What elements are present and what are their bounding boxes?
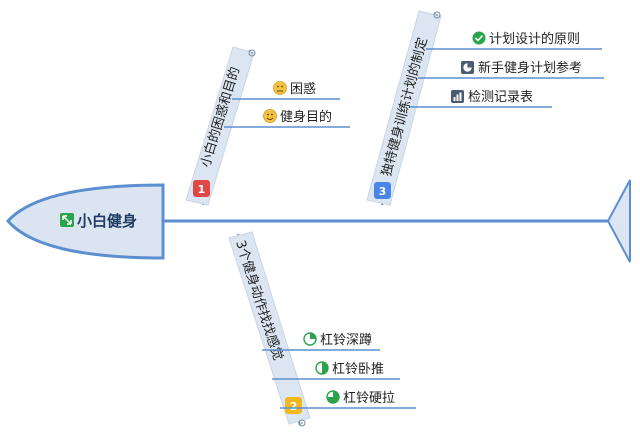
branch-2-item-1-label: 杠铃深蹲 (320, 332, 372, 348)
branch-1-label-box (185, 46, 255, 206)
expand-arrows-icon (60, 213, 74, 227)
branch-1-item-2-label: 健身目的 (280, 109, 332, 125)
branch-1-badge (193, 180, 210, 197)
progress-half-icon (315, 361, 329, 375)
confused-face-icon (273, 81, 287, 95)
fish-head (6, 183, 165, 260)
pie-chart-icon (461, 61, 474, 74)
branch-3[interactable]: 独特健身训练计划的制定 3 计划设计的原则 新手健身计划参考 检测记录表 (366, 10, 604, 206)
progress-quarter-icon (303, 332, 317, 346)
branch-2-badge-number: 2 (290, 400, 298, 413)
branch-2[interactable]: 3个健身动作找找感觉 2 杠铃深蹲 杠铃卧推 杠铃硬拉 (228, 231, 416, 427)
branch-2-badge (285, 397, 302, 414)
collapse-toggle-icon[interactable] (248, 49, 256, 57)
smile-face-icon (263, 109, 277, 123)
branch-1[interactable]: 小白的困惑和目的 1 困惑 健身目的 (185, 46, 350, 206)
branch-3-badge (374, 182, 391, 199)
branch-2-item-2-label: 杠铃卧推 (332, 361, 384, 377)
branch-2-label-box (228, 231, 311, 425)
branch-1-item-1-label: 困惑 (290, 81, 316, 97)
branch-3-item-1-label: 计划设计的原则 (489, 31, 580, 47)
branch-3-badge-number: 3 (379, 185, 387, 198)
progress-three-quarter-icon (326, 390, 340, 404)
collapse-toggle-icon[interactable] (298, 419, 306, 427)
check-circle-icon (472, 31, 486, 45)
branch-2-item-3-label: 杠铃硬拉 (343, 390, 395, 406)
branch-1-badge-number: 1 (198, 183, 206, 196)
fish-tail (606, 179, 631, 263)
branch-3-item-2-label: 新手健身计划参考 (478, 60, 582, 76)
branch-3-item-3-label: 检测记录表 (468, 90, 533, 105)
collapse-toggle-icon[interactable] (433, 11, 441, 19)
bar-chart-icon (451, 90, 464, 103)
branch-3-label-box (366, 10, 442, 206)
root-label: 小白健身 (77, 212, 137, 230)
root-node[interactable]: 小白健身 (6, 183, 165, 260)
